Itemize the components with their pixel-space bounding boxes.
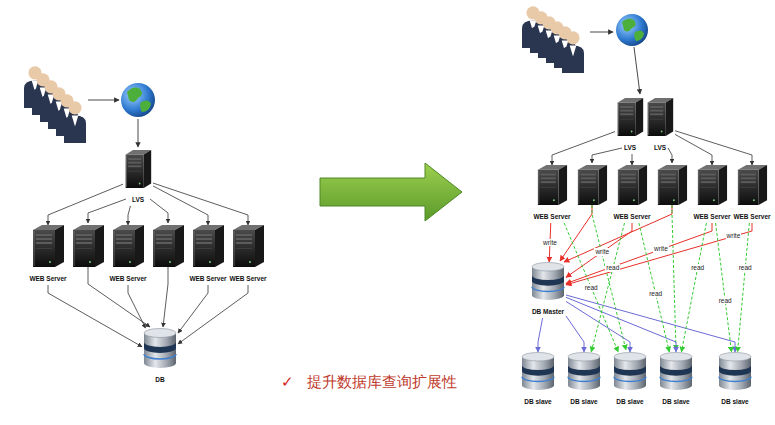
web-server: WEB Server [108, 225, 148, 285]
node-label: WEB Server [613, 213, 650, 221]
db-slave: DB slave [658, 352, 694, 408]
node-label: WEB Server [693, 213, 730, 221]
node-label: WEB Server [109, 275, 146, 283]
edge-label: read [690, 264, 705, 272]
edge-label: read [718, 297, 733, 305]
edge-label: read [648, 290, 663, 298]
request-arrow [631, 154, 632, 165]
server-icon [124, 150, 152, 188]
users-group [24, 66, 86, 143]
node-label: DB Master [532, 308, 564, 316]
node-label: DB slave [570, 398, 597, 406]
request-arrow [675, 131, 752, 165]
server-icon [111, 225, 145, 267]
transition-arrow [320, 163, 462, 221]
server-icon [31, 225, 65, 267]
node-label: DB slave [616, 398, 643, 406]
database-icon [613, 352, 647, 390]
users-group [522, 6, 584, 73]
web-server: WEB Server [732, 165, 772, 223]
db-slave: DB slave [717, 352, 753, 408]
edge-label: read [605, 264, 620, 272]
web-server: WEB Server [692, 165, 732, 223]
replication-arrow [566, 297, 676, 352]
edge-label: write [653, 245, 669, 253]
server-icon [696, 165, 728, 205]
request-arrow [48, 184, 123, 225]
request-arrow [128, 206, 130, 225]
lvs-server: LVS [123, 150, 153, 206]
database: DB [142, 328, 178, 386]
web-server: WEB Server [28, 225, 68, 285]
db-slave: DB slave [612, 352, 648, 408]
replication-arrow [566, 316, 584, 352]
read-arrow [738, 223, 750, 352]
edge-label: read [738, 264, 753, 272]
write-arrow [566, 223, 632, 277]
node-label: WEB Server [733, 213, 770, 221]
read-arrow [639, 223, 670, 352]
web-server: WEB Server [228, 225, 268, 285]
request-arrow [552, 132, 615, 165]
server-icon [646, 98, 674, 136]
write-arrow [566, 223, 752, 285]
request-arrow [153, 186, 208, 225]
node-label: WEB Server [29, 275, 66, 283]
caption: 提升数据库查询扩展性 [307, 372, 457, 392]
database-icon [521, 352, 555, 390]
server-icon [536, 165, 568, 205]
replication-arrow [566, 295, 735, 352]
read-arrow [716, 223, 732, 352]
web-server: WEB Server [532, 165, 572, 223]
database-icon [659, 352, 693, 390]
node-label: WEB Server [189, 275, 226, 283]
check-mark: ✓ [281, 372, 294, 392]
edge-label: write [726, 232, 742, 240]
request-line [88, 32, 676, 350]
request-arrow [153, 183, 248, 225]
node-label: DB slave [524, 398, 551, 406]
server-icon [231, 225, 265, 267]
replication-arrow [538, 318, 543, 352]
lvs-server: LVS [615, 98, 645, 154]
database-icon [531, 262, 565, 300]
read-arrow [681, 223, 706, 352]
db-slave: DB slave [520, 352, 556, 408]
node-label: LVS [624, 144, 636, 152]
write-arrow [566, 223, 712, 284]
web-server: WEB Server [188, 225, 228, 285]
node-label: DB slave [721, 398, 748, 406]
node-label: DB slave [662, 398, 689, 406]
globe-icon [121, 83, 155, 117]
database-icon [718, 352, 752, 390]
database-icon [567, 352, 601, 390]
database-icon [143, 328, 177, 368]
node-label: LVS [654, 144, 666, 152]
edge-label: write [594, 248, 610, 256]
server-icon [616, 98, 644, 136]
node-label: WEB Server [533, 213, 570, 221]
request-arrow [178, 285, 248, 344]
node-label: WEB Server [229, 275, 266, 283]
request-arrow [128, 285, 146, 328]
edge-label: read [584, 284, 599, 292]
read-arrow [564, 223, 618, 352]
server-icon [191, 225, 225, 267]
edge-label: write [542, 239, 558, 247]
lvs-server: LVS [645, 98, 675, 154]
server-icon [616, 165, 648, 205]
globe-icon [616, 14, 648, 46]
request-arrow [48, 285, 142, 347]
web-server: WEB Server [612, 165, 652, 223]
node-label: LVS [132, 196, 144, 204]
db-slave: DB slave [566, 352, 602, 408]
request-arrow [675, 134, 712, 165]
server-icon [736, 165, 768, 205]
db-master: DB Master [530, 262, 566, 318]
node-label: DB [155, 376, 164, 384]
